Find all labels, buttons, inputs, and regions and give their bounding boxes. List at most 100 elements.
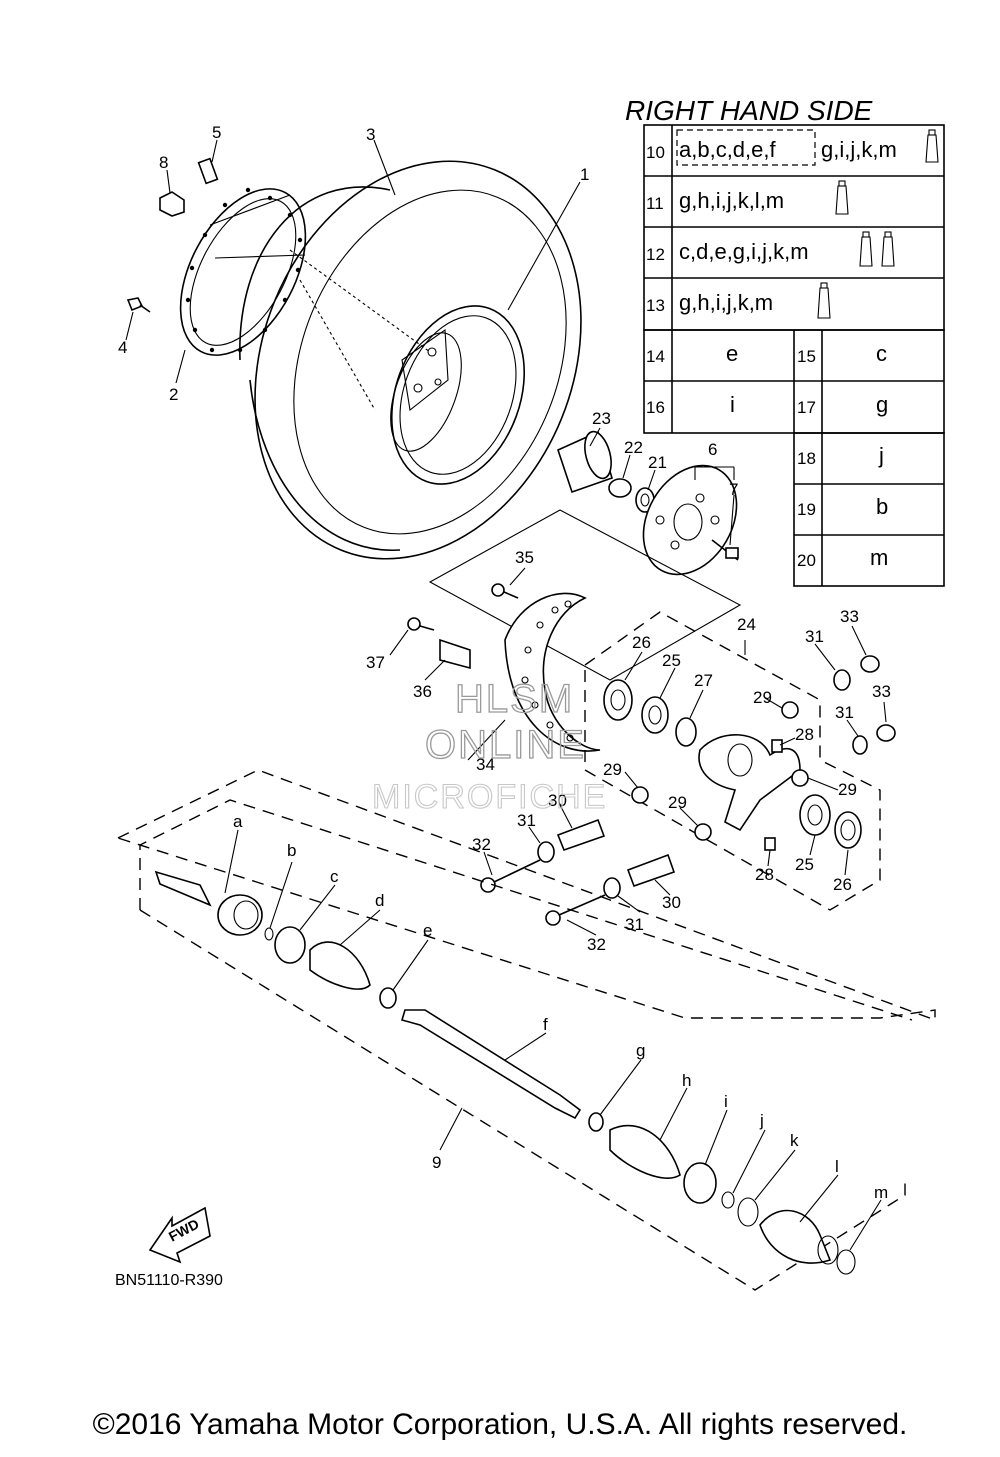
spacers-30	[556, 818, 676, 888]
shaft-box-bottom	[139, 909, 906, 1291]
band-c	[274, 926, 306, 964]
callout-37: 37	[366, 653, 385, 672]
hub-collar	[557, 430, 613, 494]
kit-row-10-letters: a,b,c,d,e,f	[679, 137, 777, 162]
callout-25a: 25	[662, 651, 681, 670]
valve-stem	[197, 157, 219, 185]
callout-23: 23	[592, 409, 611, 428]
callout-6: 6	[708, 440, 717, 459]
ring-bolt	[126, 297, 151, 313]
kit-row-11-num: 11	[646, 194, 664, 213]
callout-l: l	[835, 1157, 839, 1176]
grease-nipple-lower	[764, 837, 776, 851]
callout-25b: 25	[795, 855, 814, 874]
callout-35: 35	[515, 548, 534, 567]
band-e	[379, 987, 397, 1009]
bolts-32	[480, 859, 606, 926]
leader-lines	[125, 139, 887, 1251]
callout-29a: 29	[753, 688, 772, 707]
wheel-hub	[642, 464, 739, 576]
callout-m: m	[874, 1183, 888, 1202]
row-15-num: 15	[797, 347, 816, 366]
copyright-notice: ©2016 Yamaha Motor Corporation, U.S.A. A…	[92, 1408, 908, 1441]
callout-a: a	[233, 812, 243, 831]
watermark: HLSM ONLINE MICROFICHE	[371, 676, 605, 816]
callout-31c: 31	[517, 811, 536, 830]
callout-28b: 28	[755, 865, 774, 884]
bearing-upper-2	[641, 696, 669, 734]
row-20-num: 20	[797, 551, 816, 570]
oil-seal-upper	[675, 717, 697, 747]
row-20-letter: m	[870, 545, 888, 570]
nuts-33	[860, 655, 896, 742]
knuckle-group-outline	[584, 611, 881, 911]
callout-b: b	[287, 841, 296, 860]
callout-29d: 29	[668, 793, 687, 812]
disc-bolt-lower	[407, 617, 435, 631]
callout-labels: 1 2 3 4 5 6 7 8 9 21 22 23 24 25 25 26 2…	[118, 123, 891, 1202]
callout-31d: 31	[625, 915, 644, 934]
tire-and-wheel	[239, 160, 582, 560]
row-15-letter: c	[876, 341, 887, 366]
shaft-f	[400, 1009, 582, 1120]
circlip-m	[836, 1249, 856, 1275]
callout-3: 3	[366, 125, 375, 144]
grease-tube-icon	[835, 180, 849, 215]
callout-31a: 31	[805, 627, 824, 646]
shaft-group-outline-upper	[116, 769, 936, 1022]
callout-j: j	[759, 1111, 764, 1130]
callout-30a: 30	[548, 791, 567, 810]
callout-5: 5	[212, 123, 221, 142]
callout-i: i	[724, 1092, 728, 1111]
callout-22: 22	[624, 438, 643, 457]
hub-nut	[608, 478, 632, 498]
kit-row-12-letters: c,d,e,g,i,j,k,m	[679, 239, 809, 264]
watermark-line-1: HLSM	[455, 677, 574, 721]
callout-4: 4	[118, 338, 127, 357]
boot-h	[609, 1124, 681, 1179]
grease-nipple-upper	[771, 739, 783, 753]
grease-tube-icon	[925, 129, 939, 163]
diagram-code: BN51110-R390	[115, 1272, 223, 1289]
callout-34: 34	[476, 755, 495, 774]
collars	[631, 701, 809, 841]
kit-row-12-num: 12	[646, 245, 665, 264]
shaft-box-top	[139, 799, 913, 1021]
row-17-num: 17	[797, 398, 816, 417]
valve-nut	[159, 191, 185, 217]
callout-30b: 30	[662, 893, 681, 912]
kit-row-10-num: 10	[646, 143, 665, 162]
row-14-num: 14	[646, 347, 665, 366]
callout-d: d	[375, 891, 384, 910]
circlip-b	[264, 927, 274, 941]
callout-8: 8	[159, 153, 168, 172]
callout-26b: 26	[833, 875, 852, 894]
kit-row-11-letters: g,h,i,j,k,l,m	[679, 188, 784, 213]
row-16-num: 16	[646, 398, 665, 417]
callout-29b: 29	[838, 780, 857, 799]
callout-21: 21	[648, 453, 667, 472]
kit-table: RIGHT HAND SIDE 10 a,b,c,d,e,f g,i,j,k,m…	[625, 95, 945, 587]
right-rows-box	[793, 432, 945, 587]
grease-tube-icon	[817, 282, 831, 319]
kit-row-10-group-box	[676, 129, 816, 166]
circlip-k	[737, 1197, 759, 1227]
band-g	[588, 1112, 604, 1132]
callout-c: c	[330, 867, 339, 886]
callout-7: 7	[729, 480, 738, 499]
row-14-letter: e	[726, 341, 738, 366]
callout-9: 9	[432, 1153, 441, 1172]
row-17-letter: g	[876, 392, 888, 417]
knuckle	[698, 734, 801, 832]
watermark-line-2: ONLINE	[425, 723, 586, 767]
oil-seal-lower	[834, 811, 862, 849]
callout-h: h	[682, 1071, 691, 1090]
kit-row-13-num: 13	[646, 296, 665, 315]
band-i	[683, 1162, 717, 1204]
table-title: RIGHT HAND SIDE	[625, 95, 873, 126]
row-18-num: 18	[797, 449, 816, 468]
circlip-j	[721, 1191, 735, 1209]
callout-31b: 31	[835, 703, 854, 722]
fwd-arrow: FWD	[148, 1206, 211, 1264]
